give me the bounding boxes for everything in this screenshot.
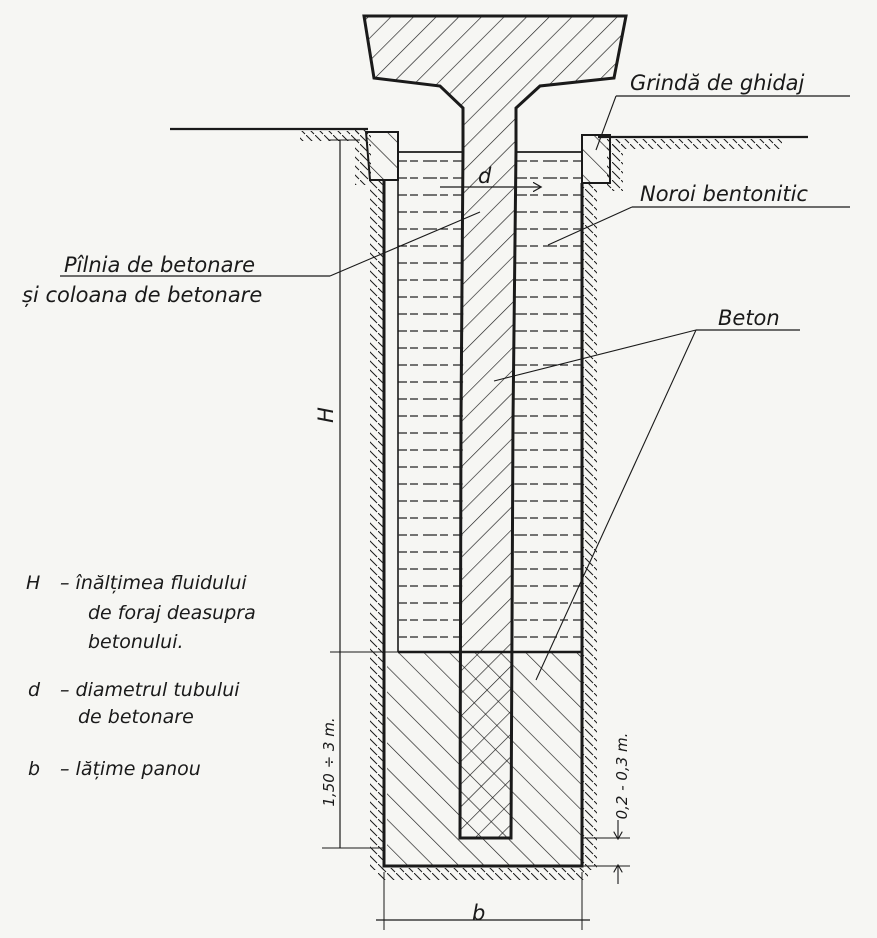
dimension-d: d: [440, 164, 540, 188]
dim-d-label: d: [478, 164, 492, 188]
label-concrete: Beton: [718, 306, 780, 330]
ground-surface: [170, 127, 808, 149]
legend-d-symbol: d: [28, 679, 41, 701]
bentonite-slurry: [398, 152, 582, 652]
dim-b-label: b: [472, 901, 485, 925]
dim-02-label: 0,2 - 0,3 m.: [613, 733, 631, 820]
label-funnel: Pîlnia de betonare: [64, 253, 255, 277]
label-bentonite: Noroi bentonitic: [640, 182, 808, 206]
label-guide-beam: Grindă de ghidaj: [630, 71, 805, 95]
dim-h-label: H: [314, 407, 338, 423]
legend-h-line3: betonului.: [88, 631, 184, 653]
legend-b-symbol: b: [28, 758, 40, 780]
dimension-b: b: [376, 872, 590, 930]
legend-h-symbol: H: [26, 572, 40, 594]
label-funnel-2: și coloana de betonare: [22, 283, 262, 307]
tremie-funnel-and-pipe: [362, 14, 628, 840]
legend-h-line1: – înălțimea fluidului: [60, 572, 247, 594]
guide-beams: [364, 131, 611, 184]
legend-d-line2: de betonare: [78, 706, 194, 728]
dimension-h: H 1,50 ÷ 3 m.: [314, 139, 398, 849]
dimension-bottom-gap: 0,2 - 0,3 m.: [582, 733, 631, 884]
legend-d-line1: – diametrul tubului: [60, 679, 240, 701]
leader-lines: [60, 95, 850, 681]
trench-soil-walls: [355, 130, 623, 880]
legend: H – înălțimea fluidului de foraj deasupr…: [26, 572, 256, 780]
dim-150-label: 1,50 ÷ 3 m.: [320, 717, 338, 806]
legend-b-line1: – lățime panou: [60, 758, 201, 780]
legend-h-line2: de foraj deasupra: [88, 602, 256, 624]
